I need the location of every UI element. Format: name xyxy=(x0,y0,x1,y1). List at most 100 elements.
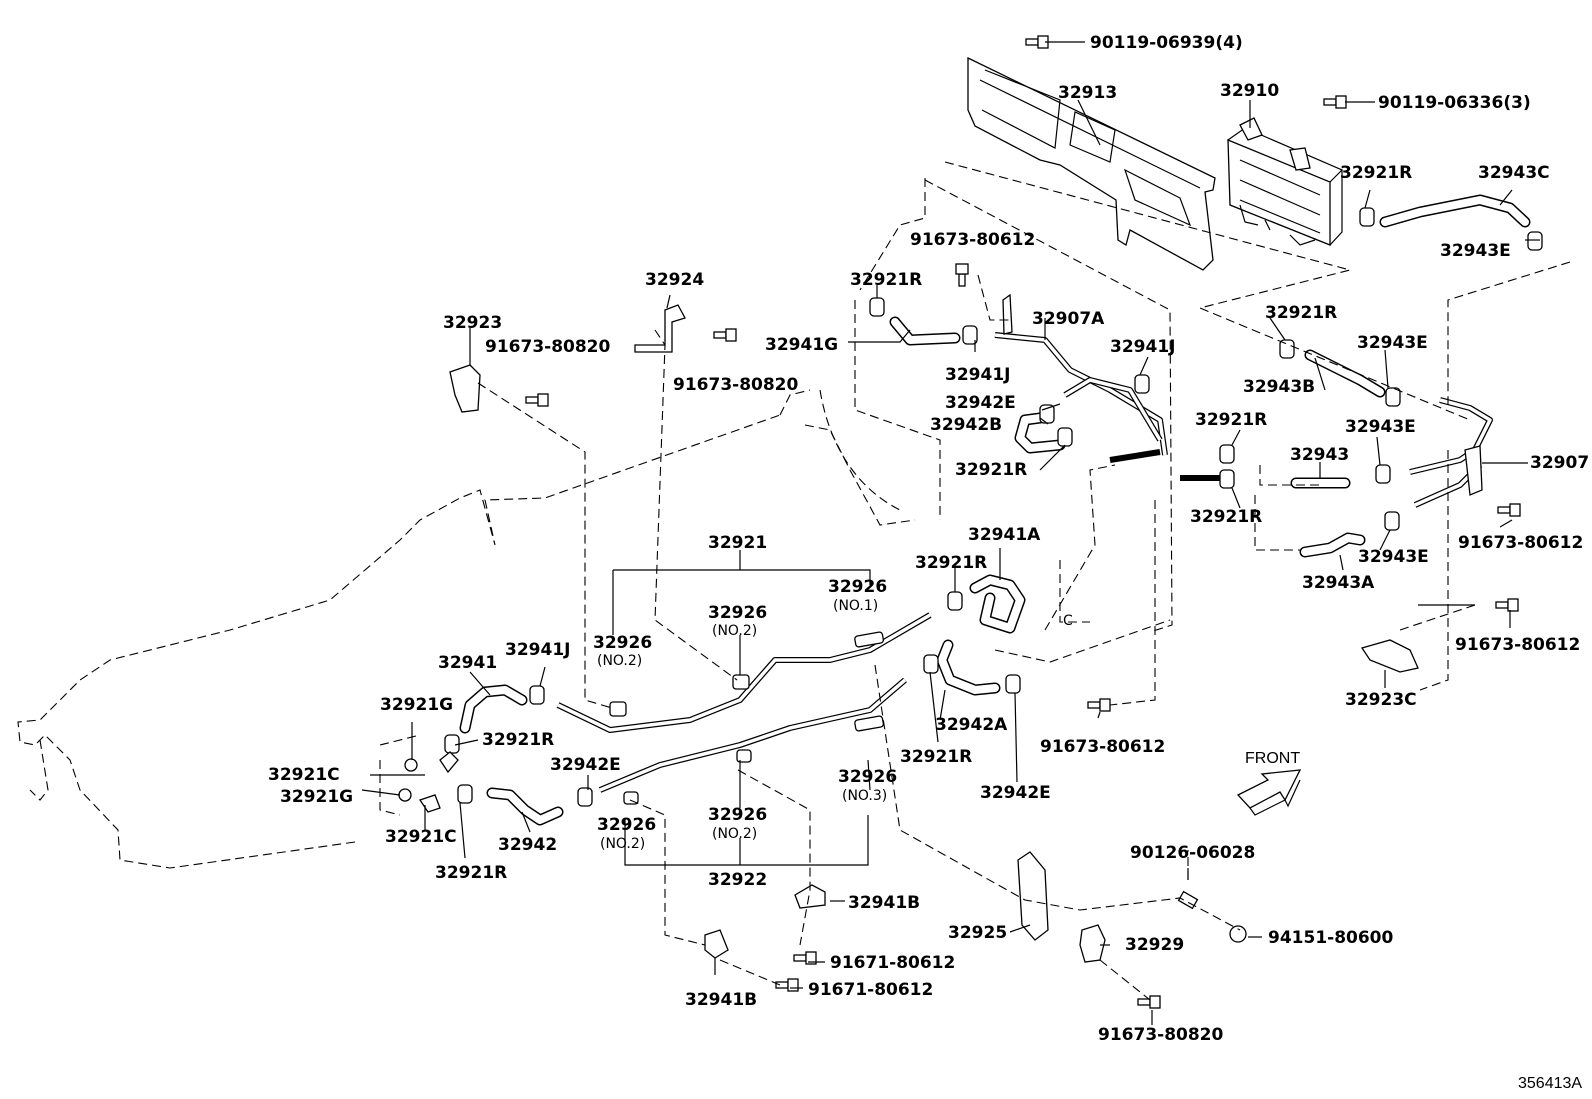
label-32926: 32926 xyxy=(593,633,652,653)
label-32942E: 32942E xyxy=(980,783,1051,803)
label-32921R: 32921R xyxy=(915,553,987,573)
bolt-91673-80612-b xyxy=(1497,503,1521,517)
label-32921C: 32921C xyxy=(385,827,457,847)
label-32923: 32923 xyxy=(443,313,502,333)
label-32942A: 32942A xyxy=(935,715,1008,735)
bracket-32923 xyxy=(449,364,481,413)
label-no2: (NO.2) xyxy=(712,826,757,842)
bolt-90119-06336 xyxy=(1323,95,1347,109)
label-no2: (NO.2) xyxy=(712,623,757,639)
bolt-91673-80612-d xyxy=(1087,698,1111,712)
label-32921R: 32921R xyxy=(1340,163,1412,183)
label-91673-80820: 91673-80820 xyxy=(673,375,799,395)
bolt-91671-80612-b xyxy=(775,978,799,992)
label-90119-06336: 90119-06336(3) xyxy=(1378,93,1531,113)
label-32925: 32925 xyxy=(948,923,1007,943)
label-32907A: 32907A xyxy=(1032,309,1105,329)
label-32913: 32913 xyxy=(1058,83,1117,103)
dashed-alignment-lines xyxy=(379,161,1571,1001)
label-32921G: 32921G xyxy=(380,695,453,715)
hose-32942A xyxy=(936,639,1001,696)
label-32921R: 32921R xyxy=(1195,410,1267,430)
label-32921R: 32921R xyxy=(482,730,554,750)
bolt-91673-80612-c xyxy=(1495,598,1519,612)
front-label: FRONT xyxy=(1245,750,1300,767)
oil-cooler-32910 xyxy=(1227,117,1344,246)
label-32941B: 32941B xyxy=(685,990,757,1010)
hose-32943A xyxy=(1299,532,1366,558)
label-32941A: 32941A xyxy=(968,525,1041,545)
label-32929: 32929 xyxy=(1125,935,1184,955)
label-32943C: 32943C xyxy=(1478,163,1550,183)
label-32943A: 32943A xyxy=(1302,573,1375,593)
label-32943E: 32943E xyxy=(1358,547,1429,567)
label-91673-80820: 91673-80820 xyxy=(485,337,611,357)
hose-32943B xyxy=(1304,349,1386,398)
label-90119-06939: 90119-06939(4) xyxy=(1090,33,1243,53)
label-91673-80820: 91673-80820 xyxy=(1098,1025,1224,1045)
label-32926: 32926 xyxy=(708,805,767,825)
label-91671-80612: 91671-80612 xyxy=(808,980,933,1000)
grommets-32926 xyxy=(609,631,885,805)
label-32926: 32926 xyxy=(597,815,656,835)
front-arrow-icon xyxy=(1236,769,1302,816)
label-no2: (NO.2) xyxy=(597,653,642,669)
label-32943B: 32943B xyxy=(1243,377,1315,397)
diagram-id: 356413A xyxy=(1518,1075,1582,1092)
label-32942: 32942 xyxy=(498,835,557,855)
label-no3: (NO.3) xyxy=(842,788,887,804)
bolt-91673-80612-a xyxy=(955,263,969,287)
label-32941: 32941 xyxy=(438,653,497,673)
bolt-91673-80820-c xyxy=(1137,995,1161,1009)
label-c-mark: C xyxy=(1063,613,1073,629)
label-32942E: 32942E xyxy=(945,393,1016,413)
label-32921C: 32921C xyxy=(268,765,340,785)
pipe-32922 xyxy=(598,677,907,793)
label-91673-80612: 91673-80612 xyxy=(1458,533,1583,553)
label-32942B: 32942B xyxy=(930,415,1002,435)
label-32943E: 32943E xyxy=(1345,417,1416,437)
label-32941B: 32941B xyxy=(848,893,920,913)
label-32921R: 32921R xyxy=(850,270,922,290)
label-no1: (NO.1) xyxy=(833,598,878,614)
hose-32941G xyxy=(889,316,961,346)
bracket-32929 xyxy=(1079,924,1106,963)
hose-32943C xyxy=(1379,194,1531,228)
hose-32942 xyxy=(486,787,564,826)
bolt-90119-06939 xyxy=(1025,35,1049,49)
label-32926: 32926 xyxy=(838,767,897,787)
label-32942E: 32942E xyxy=(550,755,621,775)
bracket-32923C xyxy=(1360,639,1419,673)
label-32941J: 32941J xyxy=(945,365,1010,385)
label-32923C: 32923C xyxy=(1345,690,1417,710)
label-32941J: 32941J xyxy=(1110,337,1175,357)
label-32926: 32926 xyxy=(828,577,887,597)
leader-lines xyxy=(361,41,1540,1025)
label-91673-80612: 91673-80612 xyxy=(910,230,1035,250)
bolts xyxy=(525,35,1521,1009)
label-94151-80600: 94151-80600 xyxy=(1268,928,1394,948)
label-32943E: 32943E xyxy=(1440,241,1511,261)
label-32943: 32943 xyxy=(1290,445,1349,465)
bracket-32925 xyxy=(1017,851,1049,941)
part-labels: 32913 32910 90119-06939(4) 90119-06336(3… xyxy=(268,33,1589,1092)
label-32921: 32921 xyxy=(708,533,767,553)
pipe-32907A xyxy=(994,293,1168,456)
label-32921R: 32921R xyxy=(955,460,1027,480)
hose-32941 xyxy=(459,684,528,734)
pipe-32907 xyxy=(1109,397,1493,508)
label-32922: 32922 xyxy=(708,870,767,890)
label-32921R: 32921R xyxy=(1190,507,1262,527)
fittings-32921C-32921G xyxy=(398,751,459,813)
label-91671-80612: 91671-80612 xyxy=(830,953,955,973)
label-32907: 32907 xyxy=(1530,453,1589,473)
label-no2: (NO.2) xyxy=(600,836,645,852)
label-91673-80612: 91673-80612 xyxy=(1455,635,1580,655)
bracket-32924 xyxy=(634,304,686,353)
bolt-91673-80820-b xyxy=(525,393,549,407)
label-32924: 32924 xyxy=(645,270,704,290)
nut-94151-80600 xyxy=(1229,925,1247,943)
label-32921R: 32921R xyxy=(435,863,507,883)
hose-32942B xyxy=(1014,412,1066,454)
